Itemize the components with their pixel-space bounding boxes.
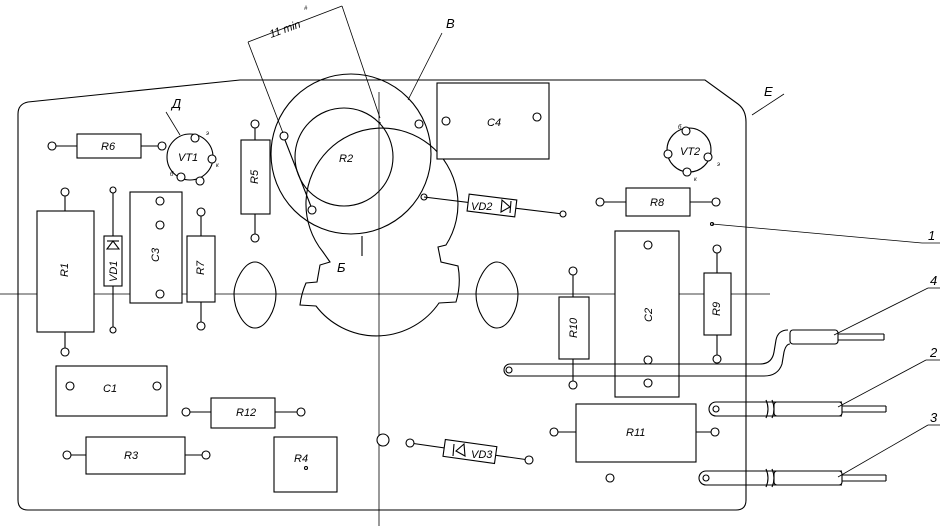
resistor-r9: R9 xyxy=(703,244,732,364)
callout-3: 3 xyxy=(837,410,940,478)
resistor-r8: R8 xyxy=(595,187,721,217)
letter-v: В xyxy=(446,16,455,31)
callout-e: Е xyxy=(751,84,785,116)
resistor-r4: R4 xyxy=(273,436,338,493)
capacitor-c2: C2 xyxy=(614,230,680,398)
board-outline xyxy=(17,79,747,511)
rotor-circle: Б xyxy=(299,127,460,337)
svg-text:#: # xyxy=(304,6,308,12)
svg-text:R7: R7 xyxy=(195,260,207,275)
diode-vd3: VD3 xyxy=(405,438,534,465)
svg-text:б: б xyxy=(678,125,682,131)
callout-1: 1 xyxy=(711,223,940,244)
resistor-r5: R5 xyxy=(240,119,271,243)
svg-text:1: 1 xyxy=(928,228,935,243)
svg-text:VD2: VD2 xyxy=(471,201,492,213)
svg-text:R8: R8 xyxy=(650,197,665,209)
wire-lead-4 xyxy=(503,329,885,377)
capacitor-c4: C4 xyxy=(436,82,550,160)
svg-text:R12: R12 xyxy=(236,407,256,419)
svg-text:R10: R10 xyxy=(568,317,580,338)
mounting-hole xyxy=(376,433,390,447)
wire-lead-3 xyxy=(698,468,887,488)
dimension-11min: # 11 min xyxy=(247,5,381,134)
resistor-r1: R1 xyxy=(36,187,95,357)
svg-text:2: 2 xyxy=(929,345,938,360)
svg-text:VT2: VT2 xyxy=(680,146,700,158)
svg-text:R1: R1 xyxy=(59,263,71,277)
svg-text:R6: R6 xyxy=(101,141,116,153)
resistor-r6: R6 xyxy=(47,133,167,159)
wire-lead-2 xyxy=(708,399,887,419)
letter-b: Б xyxy=(337,260,346,275)
resistor-r12: R12 xyxy=(181,397,306,429)
svg-text:C2: C2 xyxy=(643,308,655,322)
svg-text:э: э xyxy=(206,131,209,137)
letter-e: Е xyxy=(764,84,773,99)
transistor-vt2: VT2 б э к xyxy=(663,125,720,183)
svg-text:4: 4 xyxy=(930,273,937,288)
svg-text:э: э xyxy=(717,162,720,168)
svg-text:C3: C3 xyxy=(150,247,162,262)
diode-vd1: VD1 xyxy=(103,186,123,334)
diode-vd2: VD2 xyxy=(423,193,567,218)
mounting-hole-small xyxy=(605,473,615,483)
svg-text:R5: R5 xyxy=(249,169,261,184)
capacitor-c1: C1 xyxy=(55,365,168,417)
oval-hole-right xyxy=(475,261,519,329)
r2-label: R2 xyxy=(339,153,353,165)
svg-text:C4: C4 xyxy=(487,117,501,129)
resistor-r7: R7 xyxy=(186,207,216,331)
oval-hole-left xyxy=(233,261,277,329)
svg-text:б: б xyxy=(170,172,174,178)
transformer-b: R2 xyxy=(270,73,432,235)
svg-text:R11: R11 xyxy=(626,427,645,439)
svg-text:VT1: VT1 xyxy=(178,152,198,164)
resistor-r10: R10 xyxy=(558,266,590,390)
svg-text:R9: R9 xyxy=(711,302,723,316)
svg-text:VD1: VD1 xyxy=(108,261,120,282)
svg-text:C1: C1 xyxy=(103,383,117,395)
svg-text:к: к xyxy=(694,177,698,183)
svg-text:к: к xyxy=(216,163,220,169)
resistor-r11: R11 xyxy=(549,403,720,463)
svg-text:3: 3 xyxy=(930,410,938,425)
callout-2: 2 xyxy=(837,345,940,408)
letter-d: Д xyxy=(170,96,181,111)
resistor-r3: R3 xyxy=(62,436,211,475)
svg-text:VD3: VD3 xyxy=(471,449,493,461)
dimension-label: 11 min xyxy=(268,19,302,41)
capacitor-c3: C3 xyxy=(129,191,183,304)
callout-4: 4 xyxy=(833,273,940,336)
svg-text:R4: R4 xyxy=(294,453,308,465)
svg-text:R3: R3 xyxy=(124,450,139,462)
transistor-vt1: VT1 э к б Д xyxy=(165,96,220,186)
